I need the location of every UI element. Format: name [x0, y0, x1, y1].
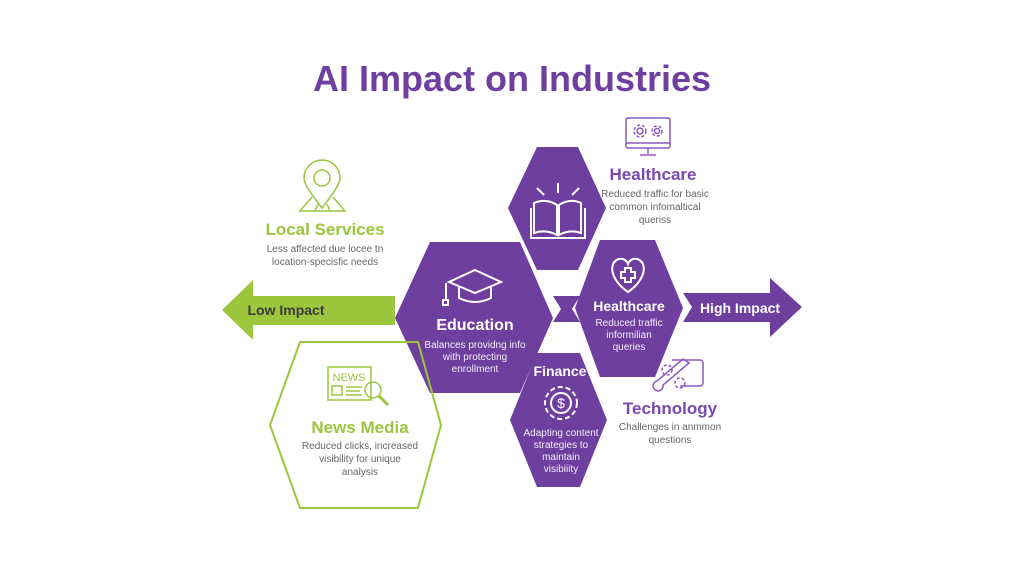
- education-hexagon: [395, 242, 553, 393]
- low-impact-arrow: [222, 280, 395, 340]
- tools-icon: [652, 358, 704, 392]
- local-services-title: Local Services: [265, 220, 385, 239]
- graduation-cap-icon: [442, 268, 504, 306]
- technology-title: Technology: [622, 399, 718, 418]
- dollar-gear-icon: $: [544, 386, 578, 420]
- svg-text:$: $: [557, 395, 565, 411]
- newspaper-icon: NEWS: [327, 366, 390, 407]
- page-title: AI Impact on Industries: [312, 58, 712, 99]
- high-impact-label: High Impact: [699, 300, 781, 316]
- healthcare-hex-title: Healthcare: [593, 298, 665, 314]
- education-title: Education: [436, 317, 514, 334]
- healthcare-top-title: Healthcare: [609, 165, 697, 184]
- high-impact-arrow: [683, 278, 802, 337]
- open-book-icon: [530, 183, 586, 239]
- news-media-title: News Media: [311, 418, 409, 437]
- heart-plus-icon: [611, 257, 645, 294]
- monitor-gears-icon: [625, 117, 671, 156]
- map-pin-icon: [298, 159, 347, 212]
- finance-hexagon: [510, 353, 607, 487]
- svg-text:NEWS: NEWS: [333, 372, 366, 384]
- low-impact-label: Low Impact: [247, 302, 325, 318]
- news-media-hexagon: [268, 341, 443, 509]
- finance-title: Finance: [533, 363, 587, 379]
- healthcare-hexagon: [575, 240, 683, 377]
- connector-bowtie: [553, 296, 580, 322]
